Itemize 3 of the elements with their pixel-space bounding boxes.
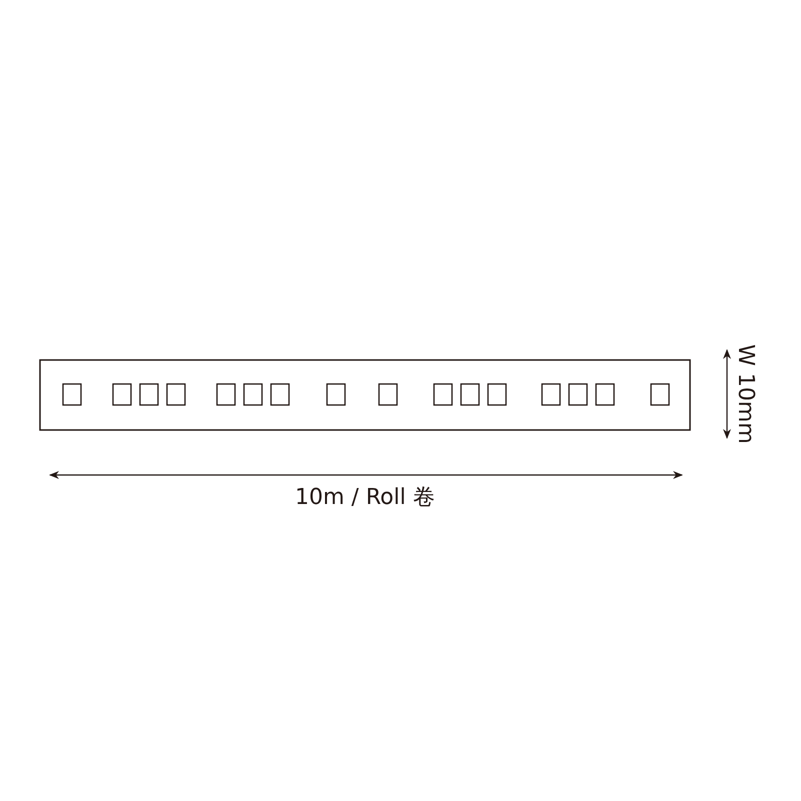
tape-strip-drawing: [39, 359, 691, 431]
dimension-label: 10m / Roll 卷: [295, 487, 435, 509]
dimension-label: W 10mm: [734, 344, 756, 444]
